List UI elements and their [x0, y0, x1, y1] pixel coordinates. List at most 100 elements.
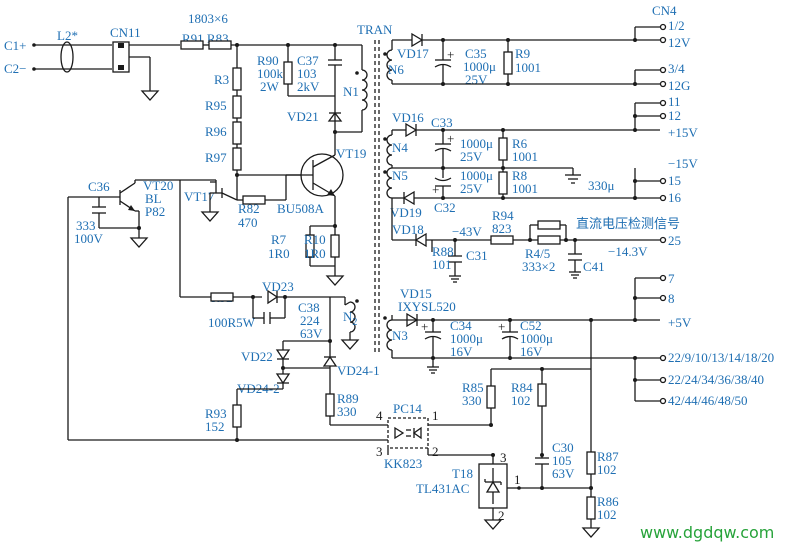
cn4-pin-terminal — [659, 194, 667, 202]
r3-label: R3 — [214, 72, 229, 87]
r86-label: R86 — [597, 494, 619, 509]
vd22-diode — [275, 349, 291, 361]
c36-voltage: 100V — [74, 231, 104, 246]
c52-label: C52 — [520, 318, 542, 333]
svg-text:+: + — [432, 182, 439, 197]
vd23-label: VD23 — [262, 279, 294, 294]
pc14-optocoupler: PC14 4 3 1 2 KK823 — [376, 401, 493, 471]
t18-label: T18 — [452, 466, 473, 481]
c31-label: C31 — [466, 248, 488, 263]
c30-voltage: 63V — [552, 466, 575, 481]
c37-value: 103 — [297, 66, 317, 81]
pc14-pin1: 1 — [432, 408, 439, 423]
cn4-pin-terminal — [659, 80, 667, 88]
r9-label: R9 — [515, 46, 530, 61]
c37-voltage: 2kV — [297, 79, 320, 94]
cn4-pin-terminal — [659, 376, 667, 384]
r94-label: R94 — [492, 208, 514, 223]
n3-label: N3 — [392, 328, 408, 343]
pc14-pin2: 2 — [432, 444, 439, 459]
ground-icon — [140, 90, 160, 101]
t18-pin2: 2 — [498, 508, 505, 523]
n5-label: N5 — [392, 168, 408, 183]
c38-label: C38 — [298, 300, 320, 315]
vt19-transistor: VT19 BU508A R7 1R0 R10 1R0 — [268, 146, 366, 286]
ground-icon — [200, 211, 220, 222]
tl431-symbol — [485, 480, 501, 493]
tran-label: TRAN — [357, 22, 393, 37]
vd15-label: VD15 — [400, 286, 432, 301]
r90-label: R90 — [257, 53, 279, 68]
vd21-label: VD21 — [287, 109, 319, 124]
r96-resistor — [232, 121, 242, 145]
bu508a-label: BU508A — [277, 201, 325, 216]
bias-rectifier: VD22 VD24-2 VD24-1 R89 330 R93 152 — [68, 297, 388, 442]
r89-resistor — [325, 393, 335, 417]
r9-value: 1001 — [515, 60, 541, 75]
cn4-label: CN4 — [652, 3, 677, 18]
c34-label: C34 — [450, 318, 472, 333]
r86-resistor — [586, 496, 596, 520]
t18-pin3: 3 — [500, 450, 507, 465]
c35-value: 1000μ — [463, 59, 496, 74]
cn4-pin-terminal — [659, 274, 667, 282]
v12-label: 12V — [668, 35, 691, 50]
opto-led-icon — [412, 426, 422, 440]
secondary-15v: N4 VD16 C33 + 1000μ 25V R6 1001 — [383, 94, 698, 220]
r90-power: 2W — [260, 79, 280, 94]
cn4-pin-terminal — [659, 177, 667, 185]
l2-choke — [60, 41, 74, 73]
pc14-body — [387, 417, 429, 449]
r89-label: R89 — [337, 391, 359, 406]
vd17-diode — [411, 32, 424, 48]
vm15-label: −15V — [668, 156, 698, 171]
cn11-label: CN11 — [110, 25, 141, 40]
l2-label: L2* — [57, 28, 78, 43]
pin-8: 8 — [668, 291, 675, 306]
pc14-pin3: 3 — [376, 444, 383, 459]
c1-label: C1+ — [4, 38, 27, 53]
pin-25: 25 — [668, 233, 681, 248]
r92-value: 100R5W — [208, 315, 256, 330]
feedback-reference: R85 330 R84 102 C30 105 63V 3 1 2 T18 TL… — [416, 360, 619, 538]
r88-value: 101 — [432, 257, 452, 272]
r97-resistor — [232, 147, 242, 171]
start-resistor-chain: 1803×6 R91 R83 R3 R95 R96 R97 — [180, 11, 313, 176]
c2-label: C2− — [4, 61, 27, 76]
pin-1-2: 1/2 — [668, 18, 685, 33]
vd23-diode — [267, 289, 279, 305]
r4-resistor — [537, 220, 561, 230]
vd18-label: VD18 — [392, 222, 424, 237]
r85-label: R85 — [462, 380, 484, 395]
ixysl-label: IXYSL520 — [398, 299, 456, 314]
c30-value: 105 — [552, 453, 572, 468]
r90-value: 100k — [257, 66, 284, 81]
r82-label: R82 — [238, 201, 260, 216]
cn4-pin-terminal — [659, 397, 667, 405]
r87-label: R87 — [597, 449, 619, 464]
t18-pin1: 1 — [514, 472, 521, 487]
r94-resistor — [490, 235, 514, 245]
r10-label: R10 — [304, 232, 326, 247]
c34-voltage: 16V — [450, 344, 473, 359]
c38-voltage: 63V — [300, 326, 323, 341]
c32-voltage: 25V — [460, 181, 483, 196]
r3-resistor — [232, 67, 242, 91]
cap-330u-label: 330μ — [588, 178, 615, 193]
dc-detect-section: VD18 −43V C31 R88 101 R94 823 直流电压检测信号 2… — [391, 198, 681, 283]
watermark: www.dgdqw.com — [640, 523, 774, 542]
r45-value: 333×2 — [522, 259, 555, 274]
svg-text:+: + — [447, 47, 454, 62]
svg-text:+: + — [498, 319, 505, 334]
ground-pins-a: 22/9/10/13/14/18/20 — [668, 350, 774, 365]
r10-resistor — [330, 234, 340, 258]
tl431-label: TL431AC — [416, 481, 469, 496]
cn4-pin-terminal — [659, 36, 667, 44]
r45-label: R4/5 — [525, 246, 550, 261]
v15-label: +15V — [668, 125, 698, 140]
vd17-label: VD17 — [397, 46, 429, 61]
r95-label: R95 — [205, 98, 227, 113]
r82-value: 470 — [238, 215, 258, 230]
